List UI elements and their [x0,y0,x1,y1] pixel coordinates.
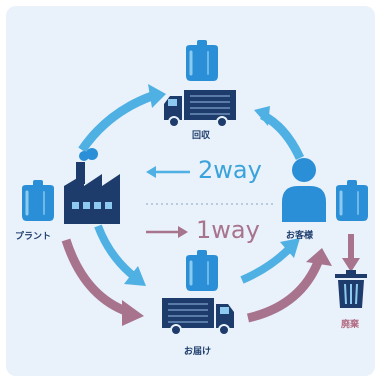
customer-icon [282,158,326,222]
flow-arrow-delivery-to-customer-mauve [246,248,332,323]
two-way-arrow [146,166,190,178]
two-way-label: 2way [198,156,262,184]
truck-icon [164,90,236,128]
customer-label: お客様 [286,231,314,241]
water-bottle-icon [184,248,220,293]
delivery-label: お届け [184,347,212,357]
one-way-label: 1way [196,216,260,244]
flow-arrow-disposal [342,234,360,272]
truck-icon [162,298,234,336]
flow-arrow-customer-to-collection [254,106,305,160]
flow-arrow-delivery-to-customer-blue [240,238,300,284]
factory-icon [64,148,120,224]
water-bottle-icon [20,178,56,223]
disposal-label: 廃棄 [341,320,360,330]
one-way-arrow [146,226,188,238]
water-bottle-icon [184,38,220,83]
collection-label: 回収 [192,131,211,141]
flow-arrow-plant-to-delivery-blue [94,224,146,286]
water-bottle-icon [334,178,370,223]
flow-arrow-factory-to-collection [78,84,166,153]
trash-can-icon [335,270,367,308]
plant-label: プラント [15,232,52,242]
flow-arrow-plant-to-delivery-mauve [61,238,144,326]
